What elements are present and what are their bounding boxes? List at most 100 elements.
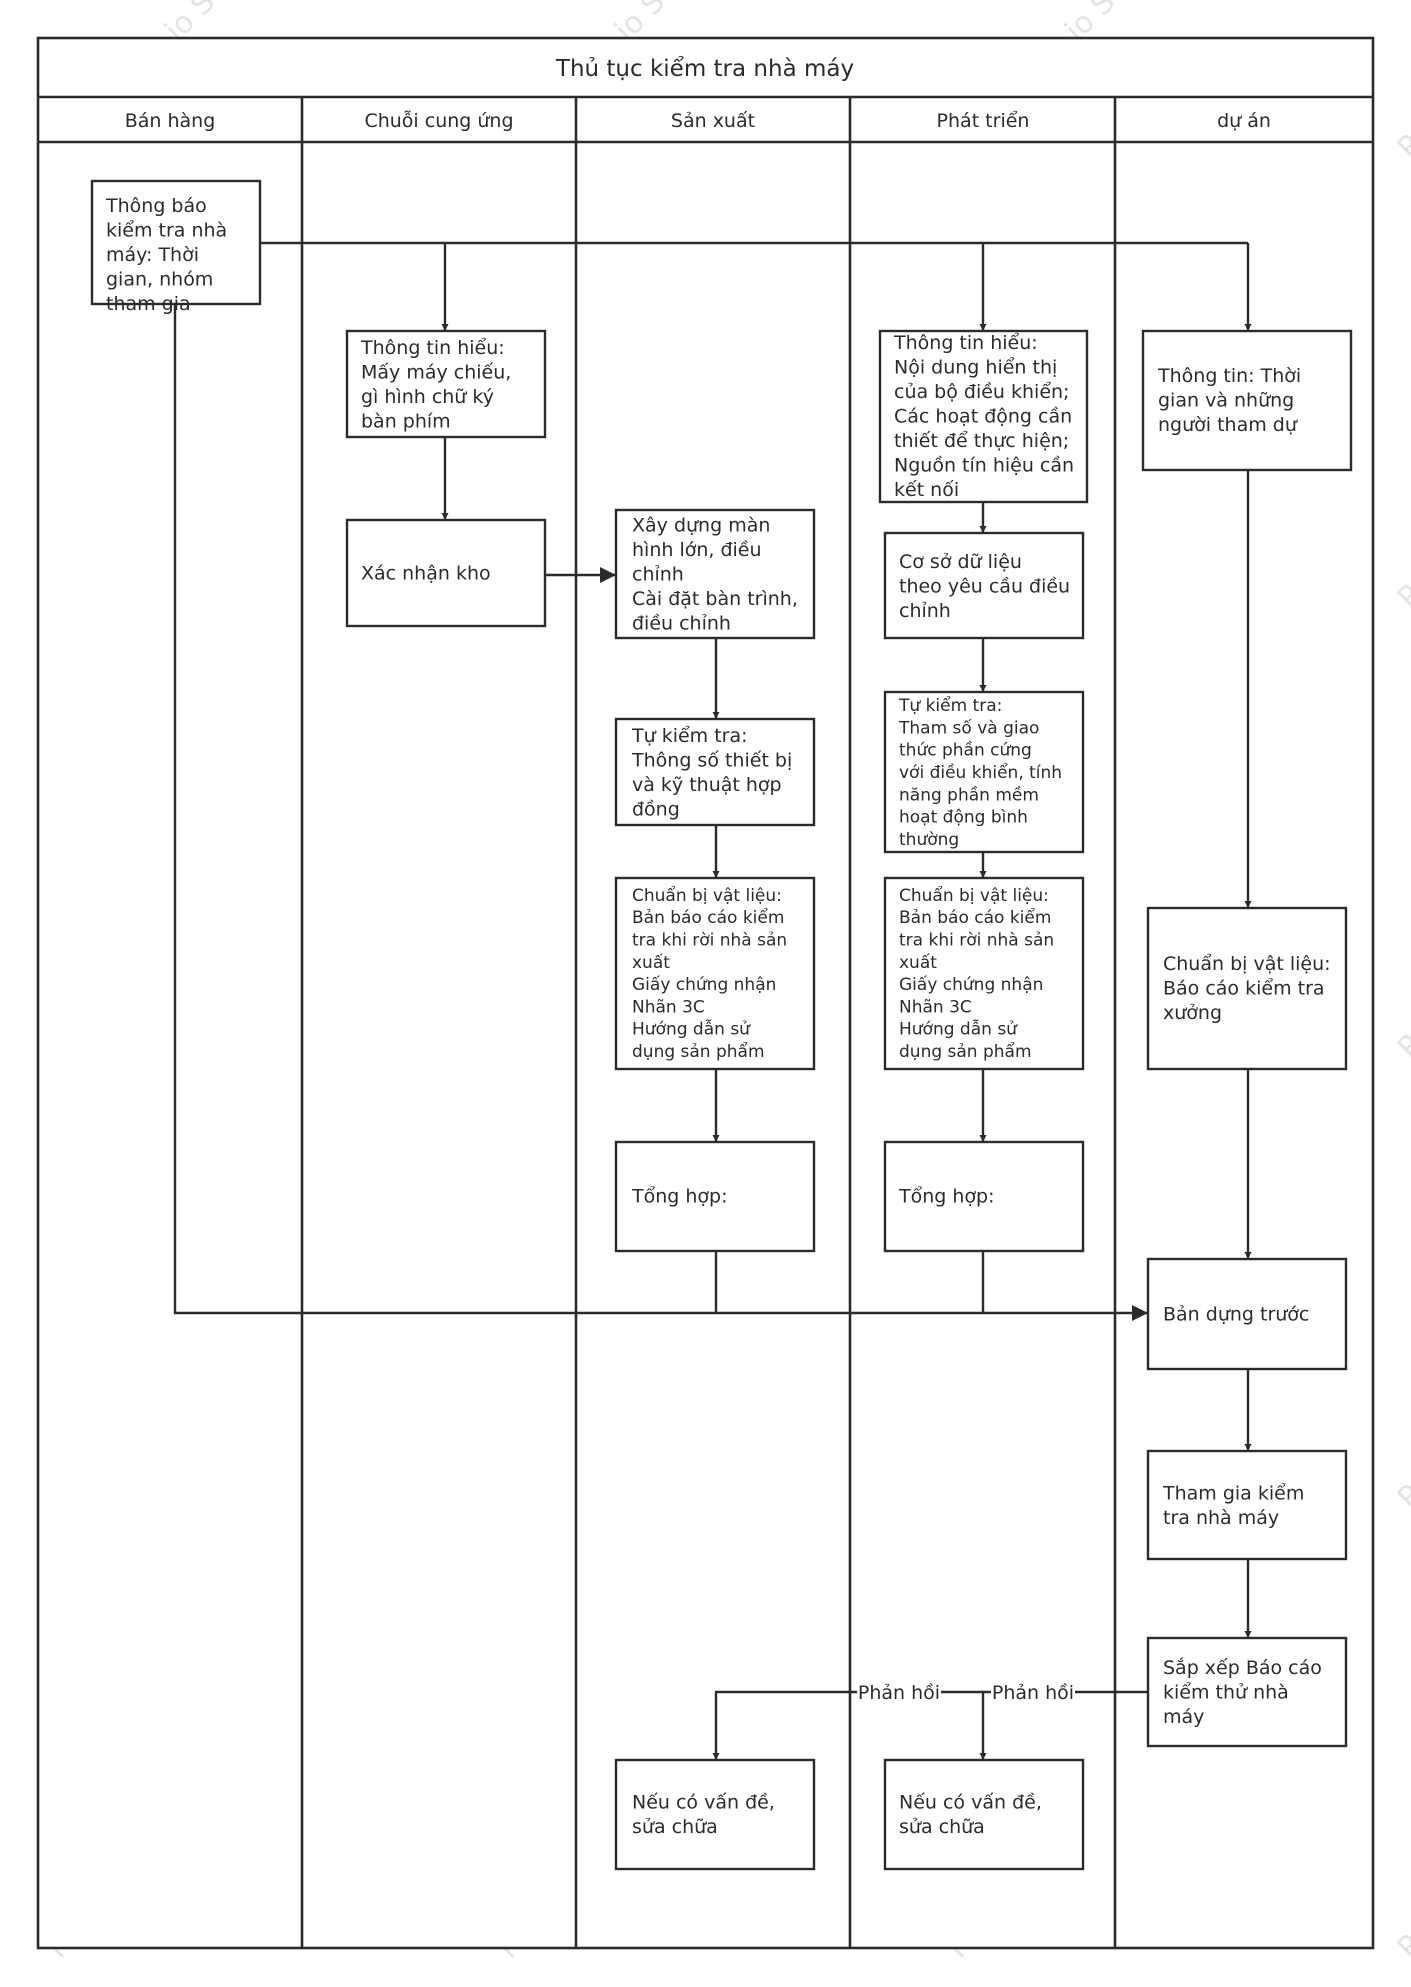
node-text-line: hoạt động bình <box>899 808 1028 828</box>
node-text-line: Tự kiểm tra: <box>631 725 748 747</box>
node-text: Tổng hợp: <box>631 1186 728 1208</box>
lane-header-project: dự án <box>1217 110 1271 132</box>
node-production-summary: Tổng hợp: <box>614 1140 816 1253</box>
node-text: Thông tin hiểu:Mấy máy chiếu,gì hình chữ… <box>360 337 511 433</box>
node-text-line: bàn phím <box>361 410 451 432</box>
node-text-line: Nhãn 3C <box>899 997 972 1017</box>
node-text-line: người tham dự <box>1158 414 1298 436</box>
node-text-line: Chuẩn bị vật liệu: <box>1163 953 1331 975</box>
node-text-line: dụng sản phẩm <box>632 1041 765 1062</box>
node-text-line: kiểm thử nhà <box>1163 1682 1289 1704</box>
node-text-line: thường <box>899 830 959 850</box>
node-text-line: tra khi rời nhà sản <box>899 931 1054 951</box>
node-text-line: năng phần mềm <box>899 784 1039 805</box>
node-text-line: Thông tin: Thời <box>1157 365 1301 387</box>
node-text-line: Giấy chứng nhận <box>632 974 776 995</box>
node-text-line: Bản báo cáo kiểm <box>632 907 784 928</box>
node-text-line: chỉnh <box>632 564 684 586</box>
node-text-line: Chuẩn bị vật liệu: <box>899 885 1049 906</box>
node-text-line: gian, nhóm <box>106 269 213 291</box>
node-text-line: dụng sản phẩm <box>899 1041 1032 1062</box>
lane-header-sales: Bán hàng <box>125 110 216 132</box>
node-text-line: Hướng dẫn sử <box>632 1019 751 1040</box>
node-text-line: Nội dung hiển thị <box>894 357 1057 379</box>
node-text-line: Xây dựng màn <box>632 515 770 537</box>
node-text-line: Tham số và giao <box>898 717 1039 738</box>
watermark-text: ProcessOn.io Sơ đồ miễn phí <box>1391 288 1411 616</box>
node-supply-warehouse-check: Xác nhận kho <box>345 518 547 628</box>
node-text-line: Các hoạt động cần <box>894 406 1072 428</box>
edge-label-bg <box>991 1680 1075 1704</box>
node-text-line: Nguồn tín hiệu cần <box>894 455 1074 477</box>
node-supply-signal-info: Thông tin hiểu:Mấy máy chiếu,gì hình chữ… <box>345 329 547 439</box>
node-text-line: Nếu có vấn đề, <box>632 1791 775 1813</box>
node-text-line: điều chỉnh <box>632 613 731 635</box>
node-development-fix: Nếu có vấn đề, sửa chữa <box>883 1758 1085 1871</box>
node-development-prepare-materials: Chuẩn bị vật liệu:Bản báo cáo kiểm tra kh… <box>883 876 1085 1071</box>
node-text: Nếu có vấn đề,sửa chữa <box>632 1791 775 1838</box>
node-text-line: xưởng <box>1163 1002 1222 1024</box>
node-production-fix: Nếu có vấn đề,sửa chữa <box>614 1758 816 1871</box>
node-text-line: theo yêu cầu điều <box>899 576 1070 598</box>
node-text-line: Cơ sở dữ liệu <box>899 551 1022 573</box>
node-text-line: của bộ điều khiển; <box>894 381 1069 403</box>
node-text-line: Tham gia kiểm <box>1162 1482 1304 1504</box>
watermark-text: ProcessOn.io Sơ đồ miễn phí <box>1391 1638 1411 1966</box>
node-text-line: Giấy chứng nhận <box>899 974 1043 995</box>
node-text-line: xuất <box>899 952 937 973</box>
node-text-line: kiểm tra nhà <box>106 220 227 242</box>
node-production-self-check: Tự kiểm tra:Thông số thiết bị và kỹ thuật… <box>614 717 816 827</box>
node-text: Tổng hợp: <box>898 1186 995 1208</box>
node-text-line: với điều khiển, tính <box>899 762 1062 783</box>
node-text-line: thức phần cứng <box>899 740 1032 761</box>
node-text-line: xuất <box>632 952 670 973</box>
node-text-line: Sắp xếp Báo cáo <box>1163 1656 1322 1679</box>
node-text-line: chỉnh <box>899 600 951 622</box>
node-text-line: Thông báo <box>105 195 207 217</box>
lane-header-supply-chain: Chuỗi cung ứng <box>364 109 513 132</box>
node-text-line: Nếu có vấn đề, <box>899 1791 1042 1813</box>
node-text-line: gian và những <box>1158 390 1294 412</box>
node-text: Xác nhận kho <box>361 563 491 585</box>
edge-label-feedback-development: Phản hồi <box>992 1682 1074 1704</box>
edge-label-feedback-production: Phản hồi <box>858 1682 940 1704</box>
node-text-line: tham gia <box>106 293 191 315</box>
node-text: Tự kiểm tra:Thông số thiết bị và kỹ thuật… <box>631 725 792 821</box>
node-text-line: Thông số thiết bị <box>631 749 792 771</box>
node-text-line: Cài đặt bàn trình, <box>632 588 798 610</box>
node-text-line: sửa chữa <box>899 1816 985 1838</box>
node-text-line: Tự kiểm tra: <box>898 695 1002 716</box>
node-text: Bản dựng trước <box>1163 1304 1309 1326</box>
node-text-line: Chuẩn bị vật liệu: <box>632 885 782 906</box>
node-text-line: và kỹ thuật hợp <box>632 774 782 796</box>
lane-header-production: Sản xuất <box>671 110 755 132</box>
node-text-line: đồng <box>632 798 680 820</box>
lane-header-development: Phát triển <box>937 110 1030 132</box>
node-text-line: Nhãn 3C <box>632 997 705 1017</box>
watermark-text: ProcessOn.io Sơ đồ miễn phí <box>1391 738 1411 1066</box>
watermark-text: ProcessOn.io Sơ đồ miễn phí <box>1391 0 1411 166</box>
connectors <box>173 241 1252 1760</box>
node-text-line: thiết để thực hiện; <box>894 430 1069 452</box>
node-text-line: Tổng hợp: <box>898 1186 995 1208</box>
node-text-line: Bản báo cáo kiểm <box>899 907 1051 928</box>
edge-label-bg <box>857 1680 941 1704</box>
node-development-summary: Tổng hợp: <box>883 1140 1085 1253</box>
watermark-text: ProcessOn.io Sơ đồ miễn phí <box>1391 1188 1411 1516</box>
